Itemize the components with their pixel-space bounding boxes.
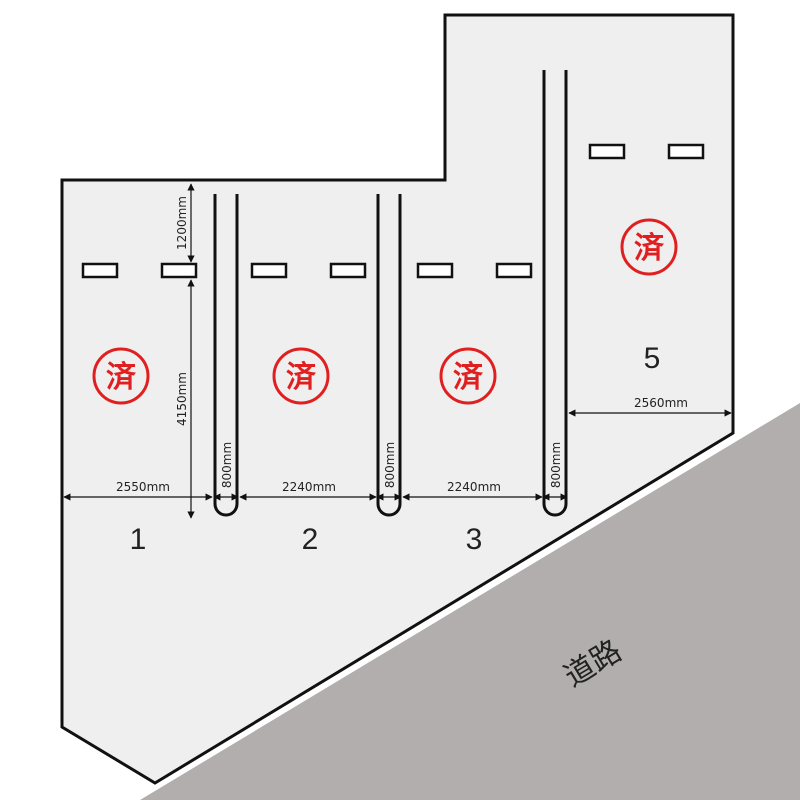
- horizontal-dimensions: [63, 409, 732, 501]
- width-label-space-3: 2240mm: [447, 480, 501, 494]
- wheel-stop: [329, 262, 367, 279]
- wheel-stops: [81, 143, 705, 279]
- road-area: [140, 403, 800, 800]
- width-label-space-1: 2550mm: [116, 480, 170, 494]
- stamp-space-1: 済: [92, 347, 150, 405]
- divider-width-label-2: 800mm: [383, 442, 397, 488]
- stamp-space-5: 済: [620, 218, 678, 276]
- stamp-text: 済: [106, 360, 137, 395]
- wheel-stop: [416, 262, 454, 279]
- depth-label: 4150mm: [175, 372, 189, 426]
- wheel-stop: [588, 143, 626, 160]
- width-label-space-2: 2240mm: [282, 480, 336, 494]
- stamp-space-2: 済: [272, 347, 330, 405]
- space-number-5: 5: [644, 342, 661, 375]
- stamp-text: 済: [286, 360, 317, 395]
- wheel-stop: [81, 262, 119, 279]
- divider-width-label-1: 800mm: [220, 442, 234, 488]
- wheel-stop: [667, 143, 705, 160]
- divider-1: [213, 194, 239, 517]
- width-label-space-5: 2560mm: [634, 396, 688, 410]
- space-number-1: 1: [130, 523, 147, 556]
- divider-2: [376, 194, 402, 517]
- stamp-text: 済: [634, 231, 665, 266]
- top-gap-label: 1200mm: [175, 196, 189, 250]
- wheel-stop: [160, 262, 198, 279]
- wheel-stop: [250, 262, 288, 279]
- stamp-text: 済: [453, 360, 484, 395]
- divider-3: [542, 70, 568, 517]
- stamp-space-3: 済: [439, 347, 497, 405]
- space-number-3: 3: [466, 523, 483, 556]
- divider-width-label-3: 800mm: [549, 442, 563, 488]
- wheel-stop: [495, 262, 533, 279]
- space-number-2: 2: [302, 523, 319, 556]
